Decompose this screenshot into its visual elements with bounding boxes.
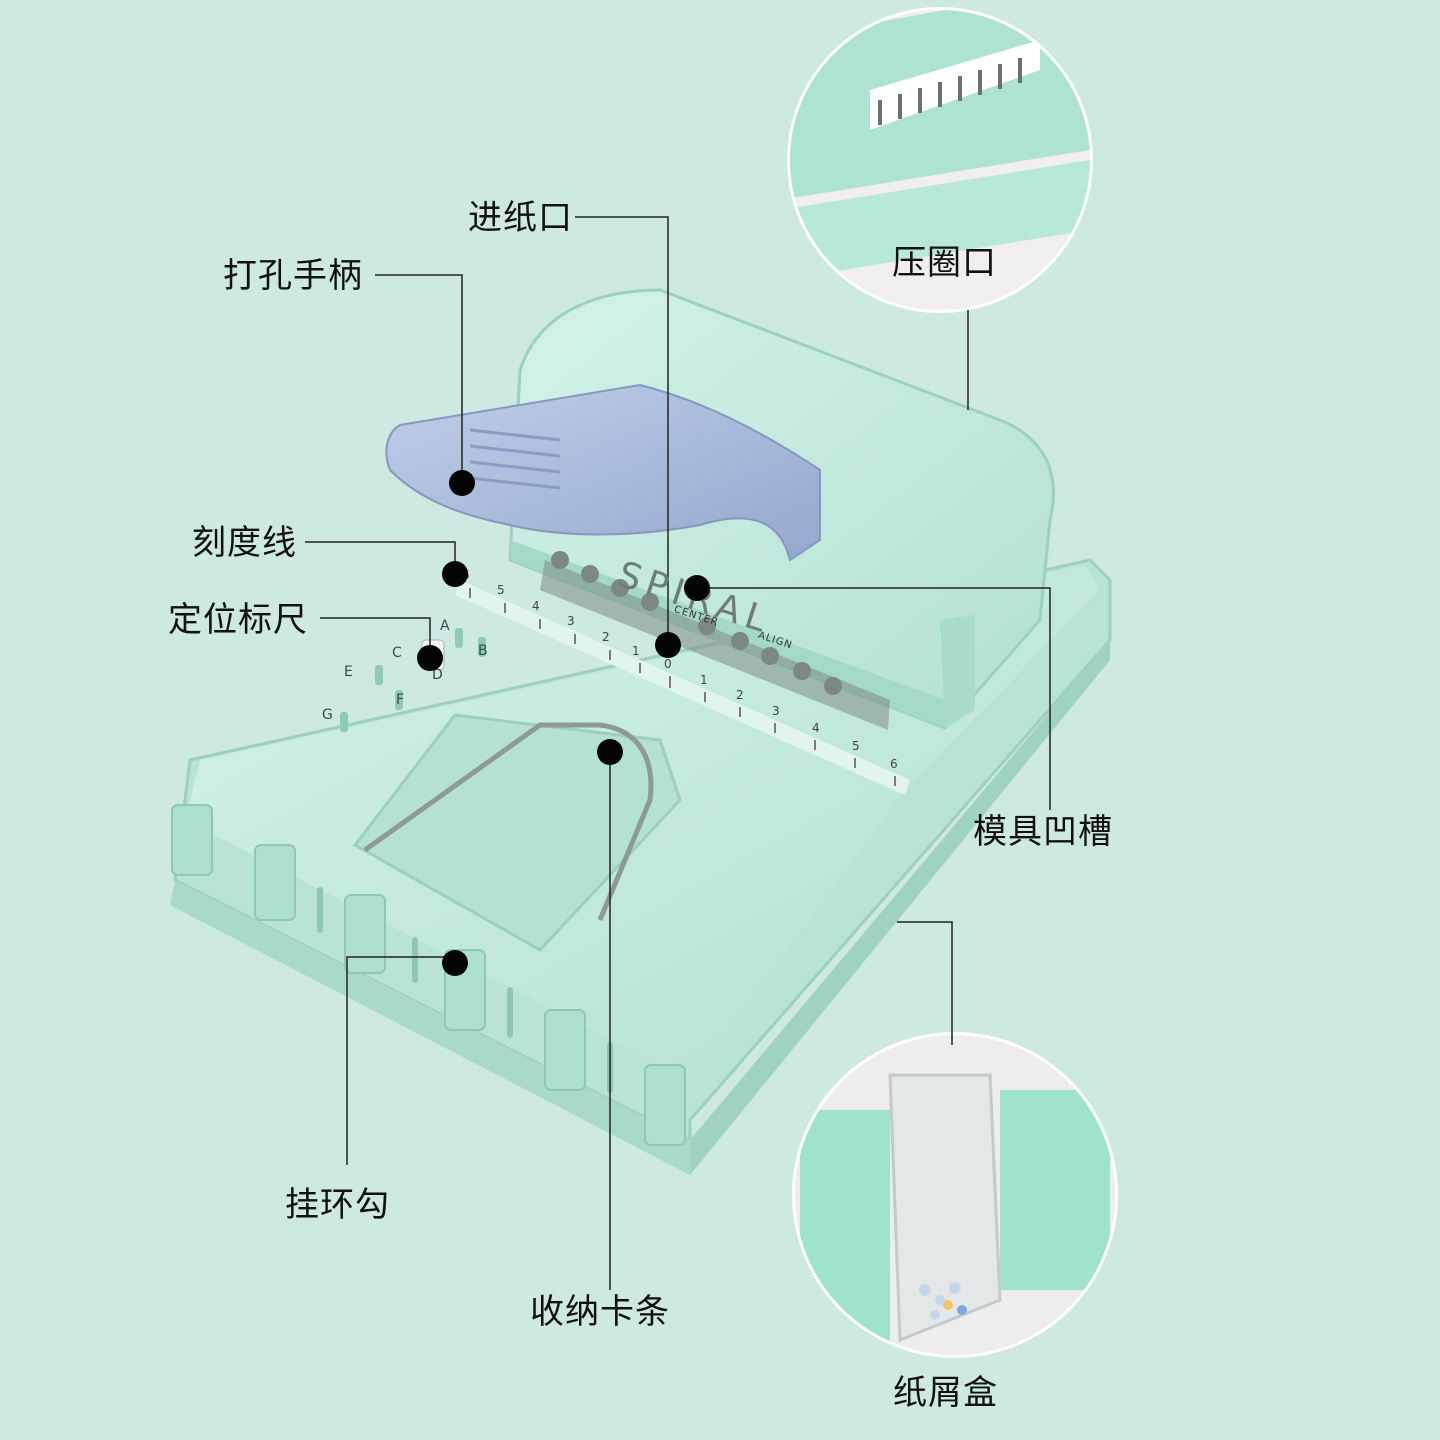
ruler-letter-d: D [432,667,444,683]
chip-tray-label: 纸屑盒 [893,1373,998,1413]
ruler-letter-e: E [344,664,354,680]
scale-tick: 2 [736,688,745,702]
positioning-ruler-label: 定位标尺 [168,600,308,640]
scale-tick: 3 [567,614,576,628]
scale-line-label: 刻度线 [192,523,297,563]
scale-tick: 1 [632,644,641,658]
scale-tick: 3 [772,704,781,718]
punch-handle-label: 打孔手柄 [223,256,363,296]
ring-hook-label: 挂环勾 [285,1185,390,1225]
scale-tick: 5 [497,583,506,597]
feed-slot-dot [655,632,681,658]
scale-tick: 6 [890,757,899,771]
punch-handle [385,383,821,562]
feed-slot-label: 进纸口 [468,198,573,238]
ruler-letter-b: B [478,643,489,659]
ruler-letter-g: G [322,707,334,723]
ring-press-slot-label: 压圈口 [892,243,997,283]
die-groove-label: 模具凹槽 [973,812,1113,852]
positioning-ruler-dot [417,645,443,671]
scale-tick: 5 [852,739,861,753]
storage-clip-dot [597,739,623,765]
scale-tick: 2 [602,630,611,644]
scale-tick: 1 [700,673,709,687]
scale-tick: 0 [664,657,673,671]
scale-tick: 4 [532,599,541,613]
chip-tray-inset [792,1032,1118,1358]
punch-handle-dot [449,470,475,496]
ring-hook-dot [442,950,468,976]
leader-lines [305,216,1051,1290]
storage-recess [352,713,682,952]
die-groove-dot [684,575,710,601]
storage-clip-label: 收纳卡条 [530,1292,670,1332]
ruler-letter-a: A [440,618,451,634]
ruler-letter-c: C [392,645,403,661]
ring-hooks [171,804,686,1146]
ring-press-inset [787,7,1093,313]
ruler-letter-f: F [396,692,406,708]
scale-line-dot [442,561,468,587]
scale-ruler [455,580,910,795]
scale-tick: 4 [812,721,821,735]
